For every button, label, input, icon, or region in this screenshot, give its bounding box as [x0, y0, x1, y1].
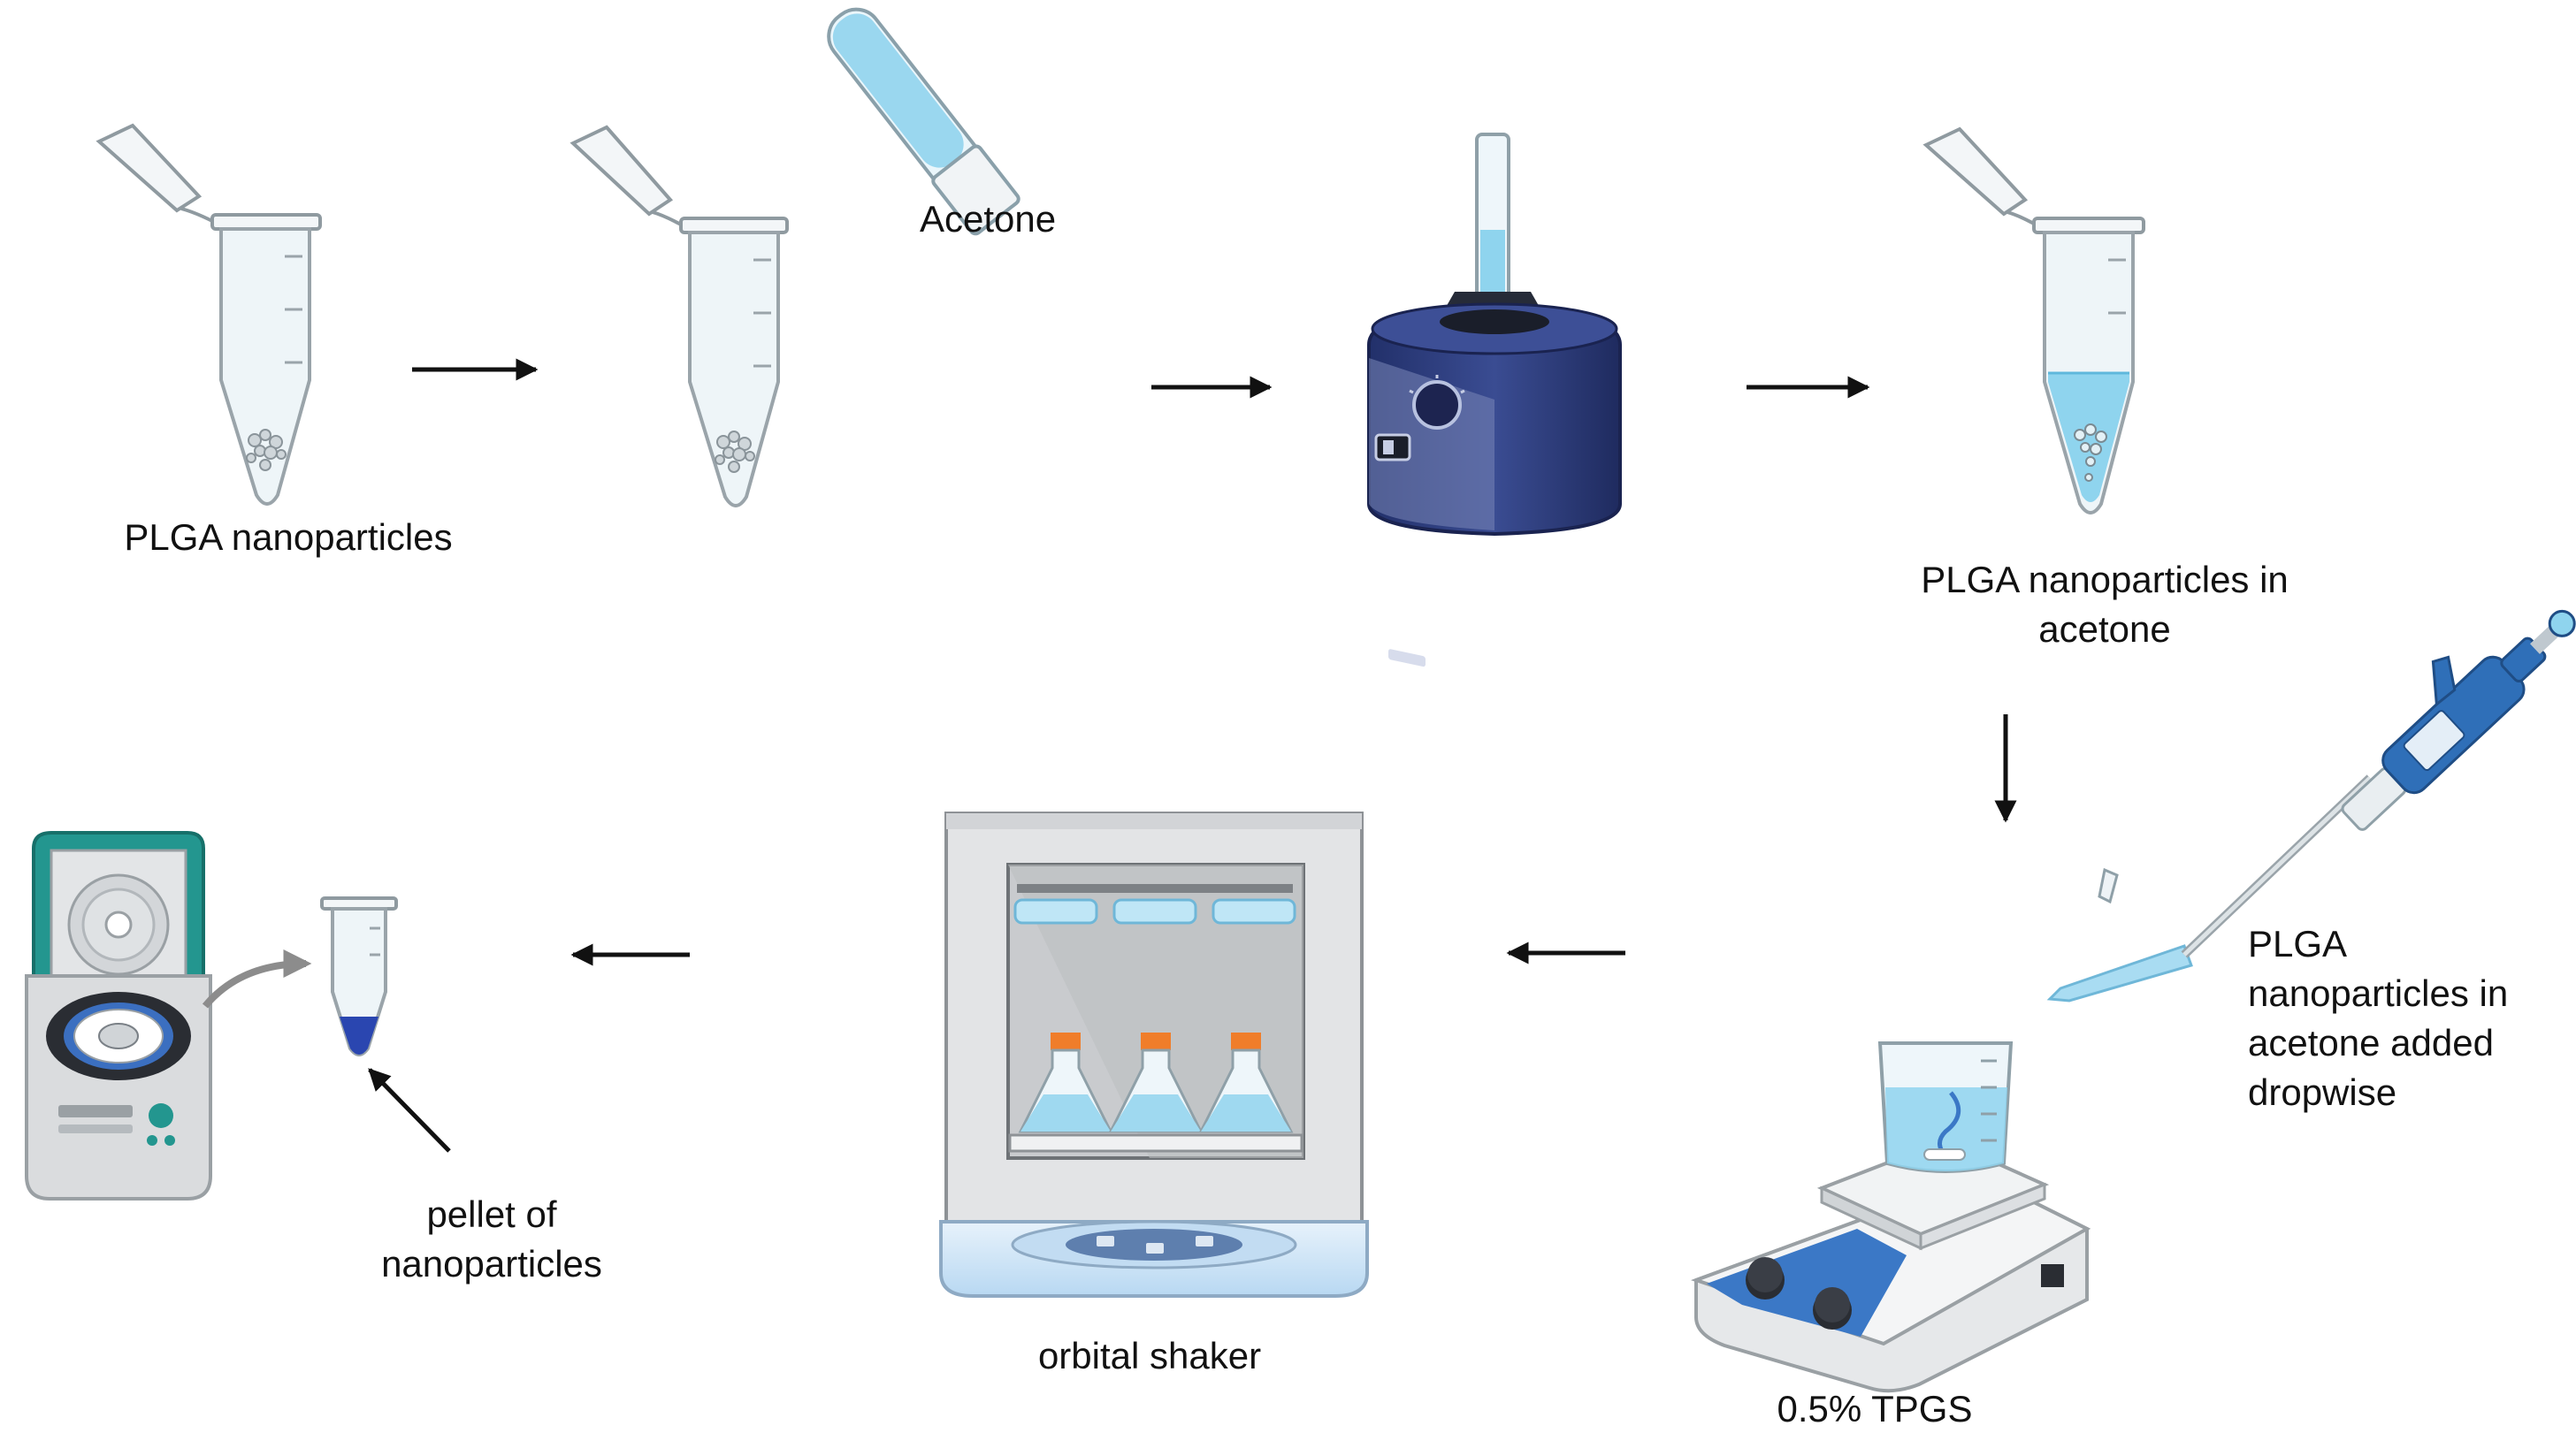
- pellet-tube-icon: [320, 896, 398, 1056]
- label-added-dropwise: PLGA nanoparticles in acetone added drop…: [2248, 919, 2508, 1117]
- arrow-pellet-pointer: [368, 1068, 451, 1153]
- pipette-icon: [2046, 609, 2576, 1002]
- label-line: acetone added: [2248, 1022, 2494, 1063]
- label-tpgs: 0.5% TPGS: [1777, 1388, 1973, 1429]
- microtube-plga: [96, 123, 322, 506]
- microtube-plga-in-acetone: [1922, 126, 2145, 515]
- label-line: nanoparticles in: [2248, 972, 2509, 1014]
- label-word: pellet: [426, 1193, 516, 1235]
- magnetic-stirrer-icon: [1690, 1138, 2091, 1393]
- beaker-icon: [1877, 1041, 2014, 1173]
- label-plga-in-acetone: PLGA nanoparticles in acetone: [1875, 555, 2335, 654]
- label-line: acetone: [2038, 608, 2171, 650]
- label-plga-nanoparticles: PLGA nanoparticles: [124, 516, 453, 558]
- label-pellet-of-nanoparticles: pellet of nanoparticles: [315, 1190, 669, 1289]
- flask-icon: [1018, 1033, 1113, 1133]
- label-line: dropwise: [2248, 1071, 2397, 1113]
- particles-icon: [246, 429, 287, 471]
- label-acetone: Acetone: [920, 198, 1057, 240]
- centrifuge-icon: [25, 831, 212, 1201]
- label-orbital-shaker: orbital shaker: [1037, 1335, 1262, 1376]
- flask-icon: [1198, 1033, 1294, 1133]
- orbital-shaker-icon: [939, 812, 1369, 1298]
- label-line: PLGA nanoparticles in: [1921, 559, 2289, 600]
- vortex-mixer-icon: [1367, 133, 1622, 667]
- acetone-test-tube-icon: [827, 7, 1020, 236]
- label-word: of: [525, 1193, 557, 1235]
- label-line: nanoparticles: [381, 1243, 602, 1284]
- label-line: PLGA: [2248, 923, 2348, 964]
- label-line: pellet of: [315, 1190, 669, 1239]
- curved-arrow: [202, 949, 312, 1009]
- microtube-plga-acetone-step: [569, 125, 789, 507]
- flask-icon: [1108, 1033, 1204, 1133]
